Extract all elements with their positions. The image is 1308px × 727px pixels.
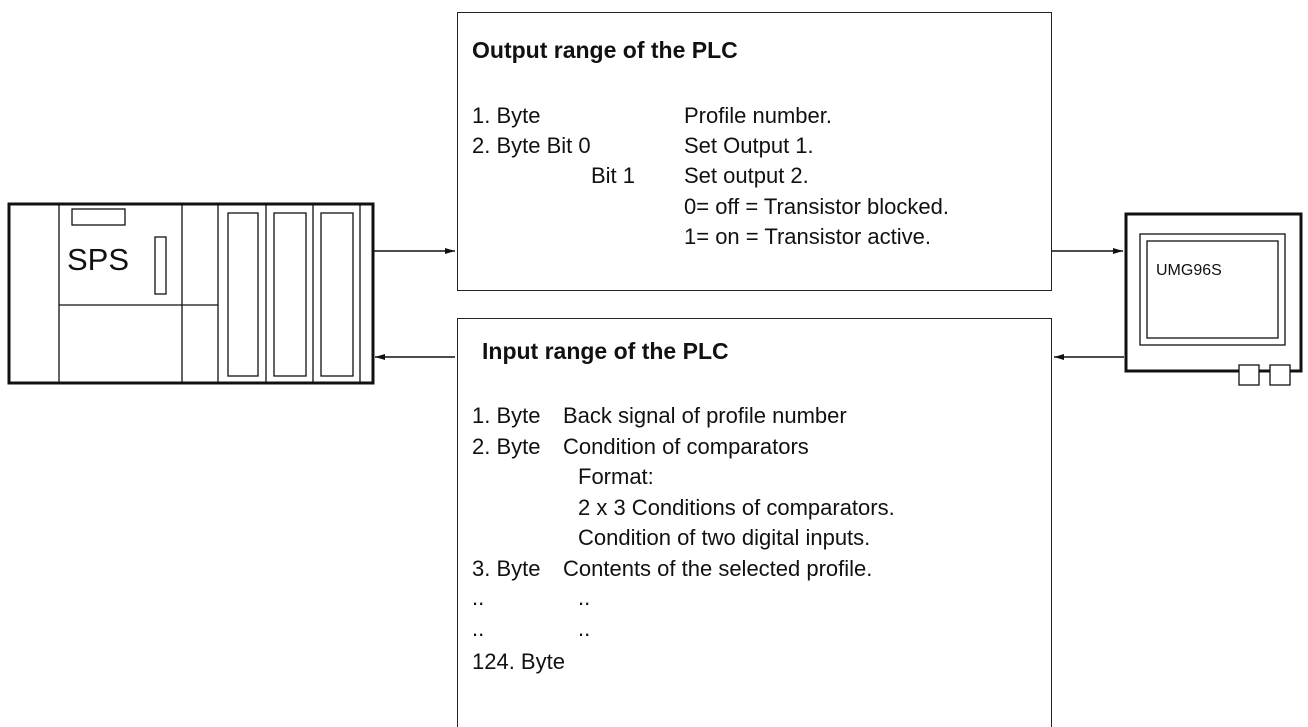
input-row-4-desc: 2 x 3 Conditions of comparators. (578, 495, 895, 520)
plc-led-slot (154, 236, 167, 295)
input-row-2-desc: Condition of comparators (563, 434, 809, 459)
input-row-7-desc: .. (578, 585, 591, 610)
input-row-1-byte: 1. Byte (472, 403, 541, 428)
output-row-2-desc: Set Output 1. (684, 133, 814, 158)
meter-label: UMG96S (1156, 262, 1222, 279)
input-range-box: Input range of the PLC 1. Byte Back sign… (457, 318, 1052, 727)
output-row-1-desc: Profile number. (684, 103, 832, 128)
meter-button-left (1238, 364, 1260, 386)
plc-display-slot (71, 208, 126, 226)
input-range-title: Input range of the PLC (482, 338, 729, 364)
input-row-2-byte: 2. Byte (472, 434, 541, 459)
output-range-title: Output range of the PLC (472, 37, 738, 63)
plc-module-2 (273, 212, 307, 377)
umg96s-meter (1124, 212, 1303, 386)
plc-module-3 (320, 212, 354, 377)
output-row-3-desc: Set output 2. (684, 163, 809, 188)
output-row-2-byte: 2. Byte Bit 0 (472, 133, 591, 158)
plc-module-1 (227, 212, 259, 377)
output-row-3-bit: Bit 1 (591, 163, 636, 188)
input-row-3-desc: Format: (578, 464, 654, 489)
input-row-6-desc: Contents of the selected profile. (563, 556, 873, 581)
input-row-6-byte: 3. Byte (472, 556, 541, 581)
input-row-7-byte: .. (472, 585, 485, 610)
input-row-1-desc: Back signal of profile number (563, 403, 847, 428)
input-row-8-byte: .. (472, 616, 485, 641)
input-row-8-desc: .. (578, 616, 591, 641)
plc-rack (7, 202, 375, 385)
plc-label: SPS (67, 242, 130, 277)
input-row-9-byte: 124. Byte (472, 649, 565, 674)
input-row-5-desc: Condition of two digital inputs. (578, 525, 871, 550)
output-row-4-desc: 0= off = Transistor blocked. (684, 194, 949, 219)
meter-button-right (1269, 364, 1291, 386)
output-row-1-byte: 1. Byte (472, 103, 541, 128)
output-row-5-desc: 1= on = Transistor active. (684, 224, 932, 249)
output-range-box: Output range of the PLC 1. Byte Profile … (457, 12, 1052, 291)
